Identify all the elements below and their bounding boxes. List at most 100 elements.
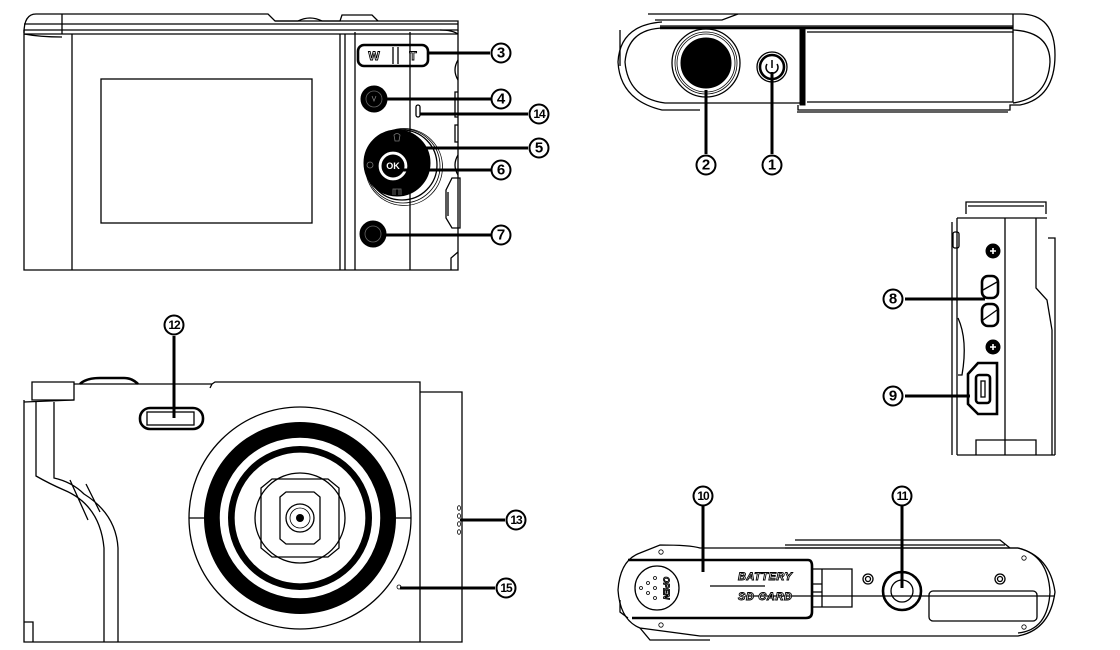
- rear-body-corner-curve: [23, 33, 63, 38]
- callout-4: 4: [490, 88, 512, 110]
- indicator-light: [415, 104, 421, 118]
- callout-number: 12: [168, 318, 181, 332]
- callout-number: 13: [510, 513, 523, 527]
- top-body-step: [655, 13, 739, 21]
- zoom-w-label: W: [368, 49, 380, 63]
- top-back-panel: [807, 31, 1014, 103]
- callout-12: 12: [163, 314, 185, 336]
- bottom-body-outline: [617, 544, 1056, 637]
- side-right-contour: [1035, 218, 1056, 455]
- mode-button[interactable]: [360, 85, 388, 113]
- callout-7: 7: [490, 224, 512, 246]
- callout-number: 1: [768, 157, 776, 174]
- shutter-button-top: [680, 37, 732, 89]
- callout-3: 3: [490, 42, 512, 64]
- front-body-outline: [23, 391, 463, 643]
- callout-number: 15: [500, 581, 513, 595]
- callout-number: 14: [533, 107, 546, 121]
- front-view: [23, 376, 463, 643]
- open-label: OPEN: [662, 577, 671, 600]
- side-screw-top: [985, 243, 1001, 259]
- callout-8: 8: [882, 288, 904, 310]
- callout-number: 5: [535, 140, 543, 157]
- rear-body: [23, 30, 459, 271]
- callout-number: 7: [497, 227, 505, 244]
- menu-button-ring: [364, 225, 382, 243]
- callout-10: 10: [692, 485, 714, 507]
- callout-14: 14: [528, 103, 550, 125]
- callout-6: 6: [490, 159, 512, 181]
- rear-right-corner: [439, 29, 459, 35]
- flash-window: [146, 411, 195, 426]
- ok-button[interactable]: OK: [377, 150, 409, 182]
- top-body-outline: [648, 13, 1056, 111]
- grip-dot: [653, 576, 657, 580]
- top-grip-curve: [624, 27, 800, 104]
- mode-icon: [371, 95, 377, 102]
- callout-circle: [528, 103, 550, 125]
- bottom-screw-left: [862, 573, 874, 585]
- side-body-outline: [951, 217, 1055, 456]
- side-screw-bottom: [985, 339, 1001, 355]
- front-bottom-notch: [24, 621, 34, 642]
- shutter-button[interactable]: [671, 28, 741, 98]
- rear-side-bumps: [454, 59, 459, 176]
- callout-number: 6: [497, 162, 505, 179]
- front-top-shutter: [79, 376, 139, 385]
- callout-circle: [490, 42, 512, 64]
- bottom-left-clip: [619, 600, 629, 619]
- callout-9: 9: [882, 385, 904, 407]
- zoom-wt-button[interactable]: W T: [356, 43, 430, 68]
- lens-glass-inner: [289, 507, 311, 529]
- lens-housing-inner: [279, 491, 321, 545]
- callout-13: 13: [505, 509, 527, 531]
- flash-outer: [138, 406, 205, 431]
- bottom-view: OPEN BATTERY SD CARD: [617, 539, 1056, 641]
- rear-screen-bezel-right: [339, 32, 356, 270]
- dial-left-icon: [366, 161, 374, 169]
- zoom-t-label: T: [409, 49, 417, 63]
- menu-button[interactable]: [359, 220, 387, 248]
- side-bottom-foot: [975, 439, 1037, 455]
- callout-circle: [495, 577, 517, 599]
- callout-circle: [490, 159, 512, 181]
- bottom-screw-hole: [1021, 624, 1027, 630]
- bottom-top-lip: [795, 539, 1011, 549]
- callout-circle: [490, 88, 512, 110]
- callout-circle: [882, 288, 904, 310]
- front-grip-top: [23, 399, 75, 403]
- callout-circle: [163, 314, 185, 336]
- screw-cross-icon-2: [990, 344, 996, 350]
- rear-bottom-notch: [450, 251, 459, 270]
- ok-label: OK: [386, 161, 400, 171]
- callout-number: 4: [497, 91, 506, 108]
- usb-port[interactable]: [966, 361, 999, 416]
- strap-hole-bottom-inner: [982, 309, 998, 321]
- top-screen-edge: [799, 28, 806, 106]
- callout-number: 8: [889, 291, 897, 308]
- strap-hole-bottom: [980, 302, 1000, 328]
- usb-port-socket: [974, 373, 992, 405]
- callout-11: 11: [891, 485, 913, 507]
- grip-dot: [653, 596, 657, 600]
- front-top-step: [31, 381, 75, 401]
- speaker: [457, 505, 461, 535]
- bottom-right-curve: [1017, 547, 1051, 634]
- callout-number: 2: [702, 157, 710, 174]
- bottom-label-plate: [928, 590, 1038, 622]
- grip-dot: [639, 586, 643, 590]
- rear-view: W T OK: [23, 13, 461, 271]
- callout-circle: [891, 485, 913, 507]
- bottom-screw-right: [994, 573, 1006, 585]
- side-view: [951, 201, 1056, 456]
- bottom-screw-hole: [658, 622, 664, 628]
- speaker-hole: [457, 505, 461, 511]
- rear-top-button-bumps: [275, 14, 379, 22]
- callout-15: 15: [495, 577, 517, 599]
- mode-button-body: [360, 85, 388, 113]
- mode-button-ring: [365, 90, 383, 108]
- callout-5: 5: [528, 137, 550, 159]
- battery-sd-cover[interactable]: OPEN BATTERY SD CARD: [628, 558, 853, 620]
- grip-dot: [653, 586, 657, 590]
- speaker-hole: [457, 513, 461, 519]
